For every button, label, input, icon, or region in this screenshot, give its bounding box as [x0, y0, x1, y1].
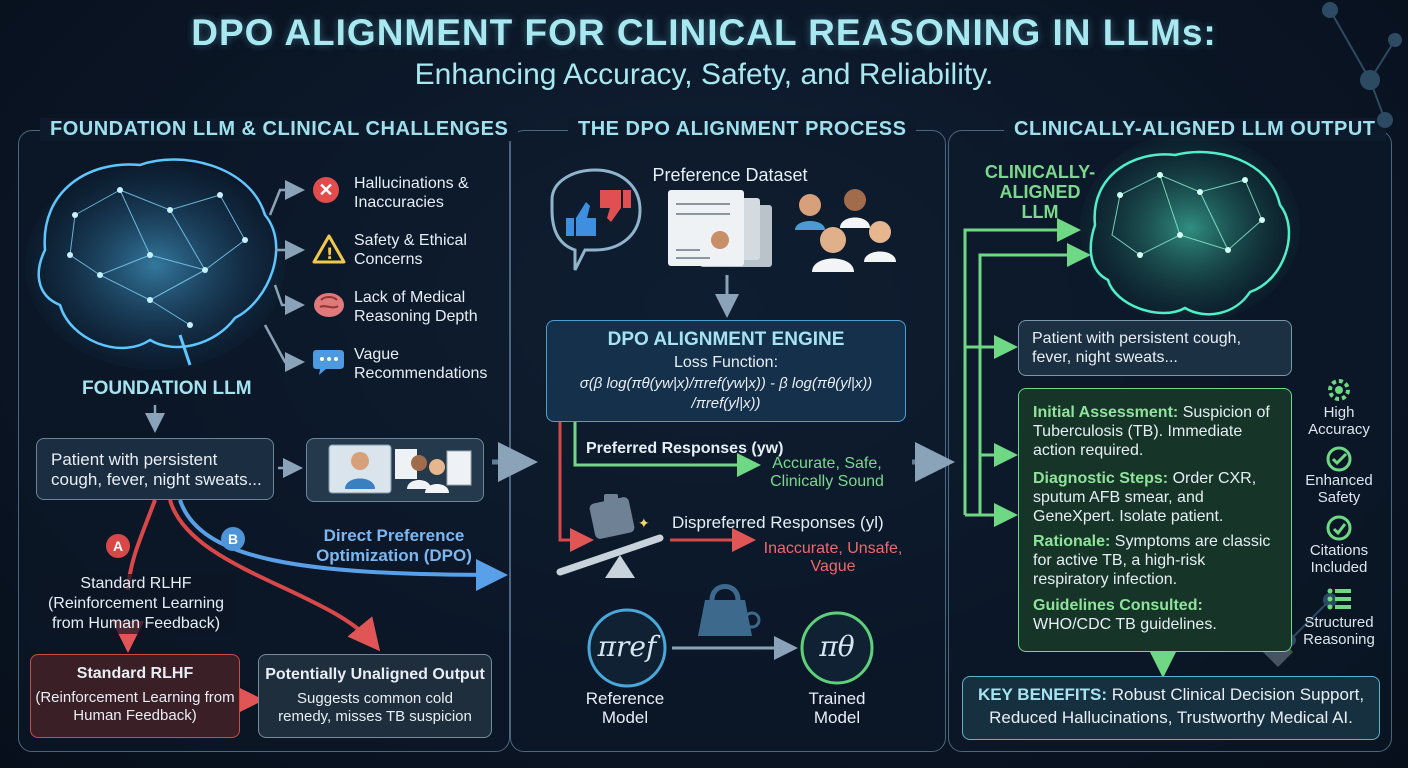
- feature-citations: Citations Included: [1309, 542, 1369, 576]
- rlhf-box-body: (Reinforcement Learning from Human Feedb…: [35, 689, 235, 724]
- chat-icon: [313, 350, 344, 375]
- key-benefits-box: KEY BENEFITS: Robust Clinical Decision S…: [962, 676, 1380, 740]
- challenge-reasoning: Lack of Medical Reasoning Depth: [354, 289, 478, 325]
- scale-graphic: ✦: [556, 494, 664, 578]
- dpo-engine-box: DPO ALIGNMENT ENGINE Loss Function: σ(β …: [546, 320, 906, 422]
- aligned-patient-text: Patient with persistent cough, fever, ni…: [1032, 330, 1242, 366]
- page-subtitle: Enhancing Accuracy, Safety, and Reliabil…: [414, 58, 994, 91]
- aligned-llm-label-1: CLINICALLY-: [984, 162, 1096, 182]
- output-key: Initial Assessment:: [1033, 404, 1179, 421]
- output-key: Diagnostic Steps:: [1033, 470, 1169, 487]
- output-text: Symptoms are classic for active TB, a hi…: [1033, 533, 1271, 588]
- output-diagnostic-steps: Diagnostic Steps: Order CXR, sputum AFB …: [1033, 469, 1283, 526]
- check-circle-icon: [1326, 446, 1352, 472]
- trained-model-symbol: πθ: [819, 630, 855, 663]
- badge-b: B: [221, 527, 245, 551]
- foundation-brain-graphic: [25, 158, 285, 370]
- citation-icon: [1326, 515, 1352, 541]
- preferred-result-2: Clinically Sound: [770, 473, 884, 490]
- unaligned-title: Potentially Unaligned Output: [265, 666, 485, 683]
- feature-enhanced-safety: Enhanced Safety: [1305, 472, 1373, 506]
- svg-text:✦: ✦: [638, 516, 650, 532]
- rlhf-box: Standard RLHF (Reinforcement Learning fr…: [30, 654, 240, 738]
- middle-panel-title: THE DPO ALIGNMENT PROCESS: [568, 118, 917, 141]
- list-icon: [1327, 588, 1351, 610]
- preference-dataset-label: Preference Dataset: [652, 165, 808, 185]
- trained-model-label-2: Model: [813, 708, 861, 727]
- brain-icon: [314, 293, 344, 317]
- ref-model-label-1: Reference: [585, 689, 665, 708]
- consultation-illustration: [328, 444, 472, 494]
- engine-title: DPO ALIGNMENT ENGINE: [607, 329, 845, 350]
- page-title: DPO ALIGNMENT FOR CLINICAL REASONING IN …: [191, 12, 1217, 53]
- key-benefits-text-1: Robust Clinical Decision Support,: [1111, 685, 1365, 704]
- challenge-safety: Safety & Ethical Concerns: [354, 232, 467, 268]
- patient-input-text: Patient with persistent cough, fever, ni…: [51, 450, 262, 489]
- output-text: WHO/CDC TB guidelines.: [1033, 616, 1217, 633]
- key-benefits-line1: KEY BENEFITS: Robust Clinical Decision S…: [963, 685, 1379, 705]
- badge-a: A: [106, 534, 130, 558]
- consultation-image: [306, 438, 484, 502]
- output-initial-assessment: Initial Assessment: Suspicion of Tubercu…: [1033, 403, 1283, 460]
- ref-model-label-2: Model: [601, 708, 649, 727]
- challenge-vague: Vague Recommendations: [354, 346, 488, 382]
- unaligned-output-box: Potentially Unaligned Output Suggests co…: [258, 654, 492, 738]
- aligned-patient-box: Patient with persistent cough, fever, ni…: [1018, 320, 1292, 376]
- aligned-llm-label-2: ALIGNED: [999, 182, 1081, 202]
- right-panel-title: CLINICALLY-ALIGNED LLM OUTPUT: [1004, 118, 1386, 141]
- ref-model-symbol: πref: [597, 630, 657, 663]
- rlhf-caption: Standard RLHF (Reinforcement Learning fr…: [36, 574, 236, 634]
- aligned-output-box: Initial Assessment: Suspicion of Tubercu…: [1018, 388, 1292, 652]
- key-benefits-key: KEY BENEFITS:: [977, 685, 1108, 704]
- output-key: Rationale:: [1033, 533, 1111, 550]
- trained-model-label-1: Trained: [808, 689, 866, 708]
- output-rationale: Rationale: Symptoms are classic for acti…: [1033, 532, 1283, 589]
- dpo-caption: Direct Preference Optimization (DPO): [316, 526, 472, 565]
- output-guidelines: Guidelines Consulted: WHO/CDC TB guideli…: [1033, 596, 1283, 634]
- feature-structured: Structured Reasoning: [1303, 614, 1375, 648]
- feature-high-accuracy: High Accuracy: [1308, 404, 1370, 438]
- svg-text:!: !: [326, 244, 333, 263]
- dispreferred-label: Dispreferred Responses (yl): [672, 513, 884, 532]
- output-key: Guidelines Consulted:: [1033, 597, 1203, 614]
- doctors-graphic: [795, 189, 896, 272]
- trained-model-circle: [800, 611, 874, 685]
- output-text: Order CXR, sputum AFB smear, and GeneXpe…: [1033, 470, 1257, 525]
- x-circle-icon: ✕: [313, 177, 339, 203]
- rlhf-box-title: Standard RLHF: [76, 665, 194, 682]
- key-benefits-text-2: Reduced Hallucinations, Trustworthy Medi…: [989, 708, 1353, 727]
- output-text: Suspicion of Tuberculosis (TB). Immediat…: [1033, 404, 1270, 459]
- dispreferred-result-1: Inaccurate, Unsafe,: [763, 540, 903, 557]
- loss-label: Loss Function:: [673, 354, 779, 371]
- foundation-llm-label: FOUNDATION LLM: [82, 378, 252, 399]
- loss-formula-line1: σ(β log(πθ(yw|x)/πref(yw|x)) - β log(πθ(…: [579, 375, 873, 392]
- gear-icon: [1328, 379, 1350, 401]
- aligned-llm-label-3: LLM: [1021, 202, 1059, 222]
- reference-model-circle: [587, 608, 667, 688]
- aligned-brain-graphic: [1080, 133, 1300, 323]
- warning-icon: !: [312, 234, 346, 264]
- preferred-label: Preferred Responses (yw): [586, 440, 784, 457]
- challenge-hallucinations: Hallucinations & Inaccuracies: [354, 175, 469, 211]
- left-panel-title: FOUNDATION LLM & CLINICAL CHALLENGES: [40, 118, 519, 141]
- patient-input-box: Patient with persistent cough, fever, ni…: [36, 438, 274, 500]
- preferred-result-1: Accurate, Safe,: [772, 455, 882, 472]
- weight-graphic: [698, 584, 761, 636]
- documents-graphic: [668, 190, 772, 267]
- dispreferred-result-2: Vague: [810, 558, 856, 575]
- loss-formula-line2: /πref(yl|x)): [691, 395, 761, 412]
- feedback-bubble-graphic: [550, 168, 642, 271]
- unaligned-body: Suggests common cold remedy, misses TB s…: [278, 690, 472, 725]
